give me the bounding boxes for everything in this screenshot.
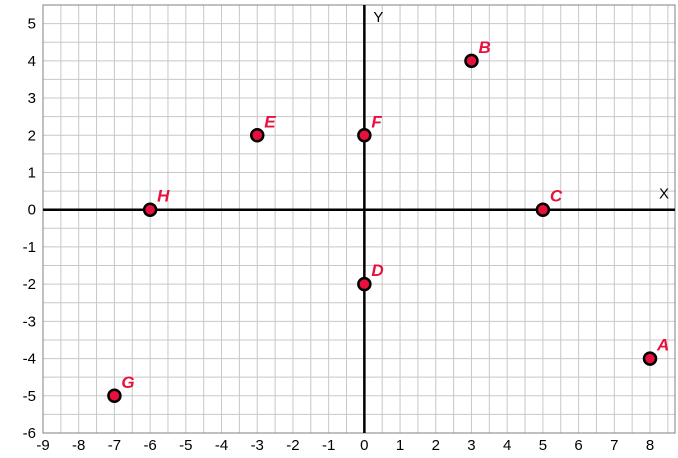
data-points: A B C D E F G H <box>107 38 669 404</box>
y-tick-label: 4 <box>28 53 36 70</box>
x-tick-label: 6 <box>574 437 582 454</box>
x-tick-label: -8 <box>72 437 85 454</box>
point-b <box>464 53 479 69</box>
x-tick-label: -4 <box>215 437 228 454</box>
point-label-d: D <box>371 261 383 280</box>
grid-lines <box>42 4 675 434</box>
point-e <box>249 128 265 143</box>
point-label-b: B <box>478 38 490 57</box>
y-tick-label: -2 <box>23 276 36 293</box>
x-tick-label: 7 <box>610 437 618 454</box>
y-tick-label: 2 <box>28 127 36 144</box>
x-tick-label: -2 <box>286 437 299 454</box>
tick-labels: -9 -8 -7 -6 -5 -4 -3 -2 -1 0 1 2 3 4 5 6 7 8 -6 -5 -4 -3 -2 -1 0… <box>23 16 655 454</box>
y-tick-label: -4 <box>23 351 36 368</box>
y-tick-label: 3 <box>28 90 36 107</box>
x-tick-label: 5 <box>539 437 547 454</box>
point-g <box>107 388 122 404</box>
point-label-h: H <box>157 187 170 206</box>
x-tick-label: -7 <box>108 437 121 454</box>
y-tick-label: 1 <box>28 164 36 181</box>
x-tick-label: -5 <box>179 437 192 454</box>
axes <box>42 4 676 434</box>
x-tick-label: 1 <box>396 437 404 454</box>
x-tick-label: -3 <box>251 437 264 454</box>
x-tick-label: 3 <box>467 437 475 454</box>
point-label-g: G <box>121 373 134 392</box>
y-tick-label: -1 <box>23 239 36 256</box>
y-tick-label: 0 <box>28 202 36 219</box>
x-axis-label: X <box>659 186 669 203</box>
x-tick-label: -9 <box>36 437 49 454</box>
x-tick-label: 4 <box>503 437 511 454</box>
y-tick-label: 5 <box>28 16 36 33</box>
x-tick-label: 8 <box>646 437 654 454</box>
y-tick-label: -5 <box>23 388 36 405</box>
point-a <box>642 351 658 366</box>
plot-frame <box>42 4 676 434</box>
point-label-e: E <box>264 112 276 131</box>
y-tick-label: -6 <box>23 425 36 442</box>
point-h <box>142 202 158 217</box>
point-label-a: A <box>656 336 669 355</box>
x-tick-label: -1 <box>322 437 335 454</box>
point-c <box>535 202 551 217</box>
point-d <box>357 276 372 292</box>
point-f <box>357 128 372 143</box>
x-tick-label: -6 <box>143 437 156 454</box>
y-tick-label: -3 <box>23 313 36 330</box>
point-label-f: F <box>371 112 382 131</box>
y-axis-label: Y <box>373 9 383 26</box>
x-tick-label: 2 <box>432 437 440 454</box>
x-tick-label: 0 <box>360 437 368 454</box>
point-label-c: C <box>550 187 563 206</box>
